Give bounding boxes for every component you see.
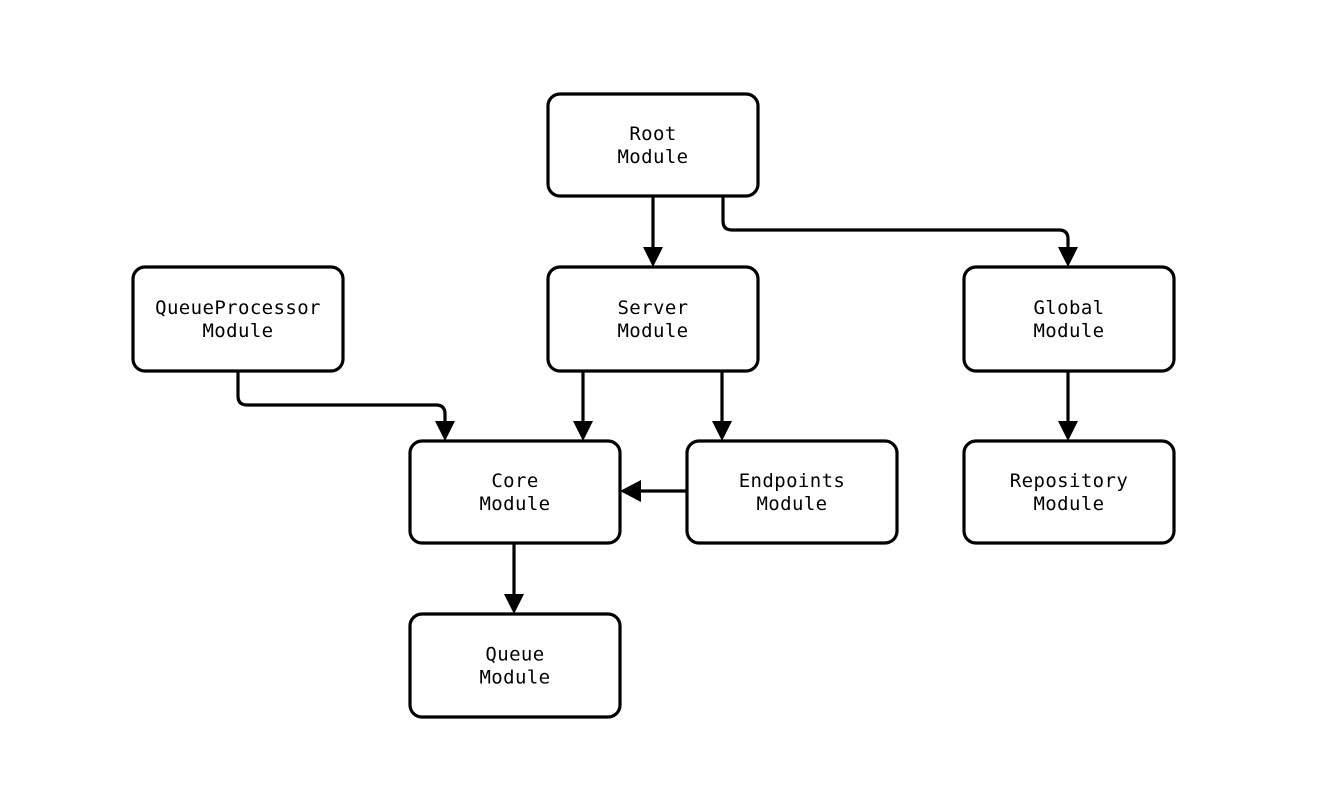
arrowhead-icon [1058,421,1078,441]
arrowhead-icon [504,594,524,614]
node-box[interactable] [962,439,1176,545]
node-label-line2: Module [479,666,550,688]
edge-root-to-server: Root Module depends on Server Module [643,196,663,267]
arrowhead-icon [620,480,641,502]
node-label-line2: Module [617,146,688,168]
node-box[interactable] [408,439,622,545]
node-label-line1: Root [629,123,676,145]
arrowhead-icon [643,247,663,267]
edge-server-to-endpoints: Server Module depends on Endpoints Modul… [712,371,732,441]
node-box[interactable] [685,439,899,545]
arrowhead-icon [1058,247,1078,267]
node-box[interactable] [131,265,345,373]
edge-server-to-core: Server Module depends on Core Module [573,371,593,441]
arrowhead-icon [435,421,455,441]
node-label-line1: Global [1033,297,1104,319]
node-label-line1: Queue [485,643,544,665]
node-label-line2: Module [1033,493,1104,515]
edge-endpoints-to-core: Endpoints Module depends on Core Module [620,480,687,502]
node-label-line1: Repository [1010,470,1128,492]
node-label-line1: Server [617,297,688,319]
node-label-line2: Module [479,493,550,515]
node-label-line1: QueueProcessor [155,297,321,319]
edge-line [721,196,1070,252]
node-label-line2: Module [756,493,827,515]
edges-layer: Root Module depends on Server Module Root… [236,196,1078,614]
node-box[interactable] [546,265,760,373]
edge-queueprocessor-to-core: QueueProcessor Module depends on Core Mo… [236,371,455,441]
edge-line [236,371,447,426]
node-label-line2: Module [1033,320,1104,342]
edge-global-to-repository: Global Module depends on Repository Modu… [1058,371,1078,441]
node-box[interactable] [546,92,760,198]
node-box[interactable] [408,612,622,719]
edge-core-to-queue: Core Module depends on Queue Module [504,543,524,614]
node-label-line1: Endpoints [739,470,846,492]
arrowhead-icon [712,421,732,441]
node-box[interactable] [962,265,1176,373]
arrowhead-icon [573,421,593,441]
edge-root-to-global: Root Module depends on Global Module [721,196,1078,267]
node-label-line2: Module [202,320,273,342]
node-label-line1: Core [491,470,538,492]
node-label-line2: Module [617,320,688,342]
